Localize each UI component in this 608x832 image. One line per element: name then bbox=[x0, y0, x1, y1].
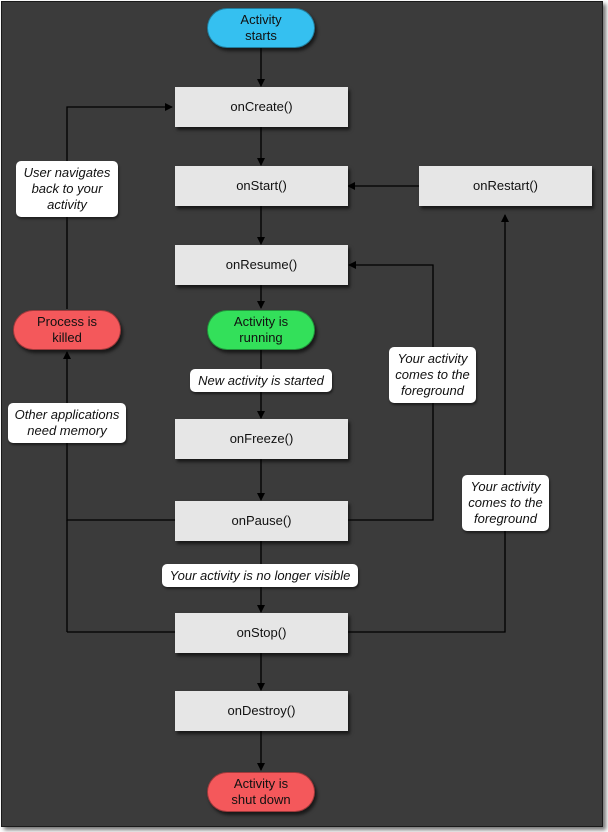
process-killed-label: Process is killed bbox=[37, 314, 97, 345]
on-restart-box: onRestart() bbox=[419, 166, 592, 206]
activity-shut-down-node: Activity is shut down bbox=[207, 772, 315, 812]
on-create-label: onCreate() bbox=[230, 99, 293, 114]
activity-running-label: Activity is running bbox=[233, 314, 289, 345]
on-start-box: onStart() bbox=[175, 166, 348, 206]
other-apps-need-memory-note: Other applications need memory bbox=[8, 403, 126, 443]
new-activity-started-note: New activity is started bbox=[190, 369, 332, 392]
on-stop-label: onStop() bbox=[236, 625, 287, 640]
arrow-stop-to-restart bbox=[348, 214, 509, 633]
new-activity-started-text: New activity is started bbox=[198, 372, 324, 388]
activity-shut-down-label: Activity is shut down bbox=[231, 776, 291, 807]
user-navigates-back-note: User navigates back to your activity bbox=[16, 161, 118, 217]
no-longer-visible-text: Your activity is no longer visible bbox=[169, 567, 351, 583]
process-killed-node: Process is killed bbox=[13, 310, 121, 350]
on-create-box: onCreate() bbox=[175, 87, 348, 127]
activity-starts-node: Activity starts bbox=[207, 8, 315, 48]
foreground-from-stop-text: Your activity comes to the foreground bbox=[468, 479, 543, 526]
on-resume-box: onResume() bbox=[175, 245, 348, 285]
activity-starts-label: Activity starts bbox=[240, 12, 282, 43]
foreground-from-pause-note: Your activity comes to the foreground bbox=[389, 347, 476, 403]
user-navigates-back-text: User navigates back to your activity bbox=[23, 165, 111, 212]
on-destroy-label: onDestroy() bbox=[227, 703, 296, 718]
foreground-from-stop-note: Your activity comes to the foreground bbox=[462, 475, 549, 531]
on-pause-label: onPause() bbox=[231, 513, 292, 528]
activity-running-node: Activity is running bbox=[207, 310, 315, 350]
no-longer-visible-note: Your activity is no longer visible bbox=[162, 564, 358, 587]
on-freeze-label: onFreeze() bbox=[229, 431, 294, 446]
on-start-label: onStart() bbox=[236, 178, 287, 193]
arrow-killed-to-create bbox=[66, 103, 173, 309]
other-apps-need-memory-text: Other applications need memory bbox=[14, 407, 120, 438]
on-stop-box: onStop() bbox=[175, 613, 348, 653]
on-pause-box: onPause() bbox=[175, 501, 348, 541]
foreground-from-pause-text: Your activity comes to the foreground bbox=[395, 351, 470, 398]
on-freeze-box: onFreeze() bbox=[175, 419, 348, 459]
on-resume-label: onResume() bbox=[225, 257, 298, 272]
on-restart-label: onRestart() bbox=[472, 178, 539, 193]
on-destroy-box: onDestroy() bbox=[175, 691, 348, 731]
